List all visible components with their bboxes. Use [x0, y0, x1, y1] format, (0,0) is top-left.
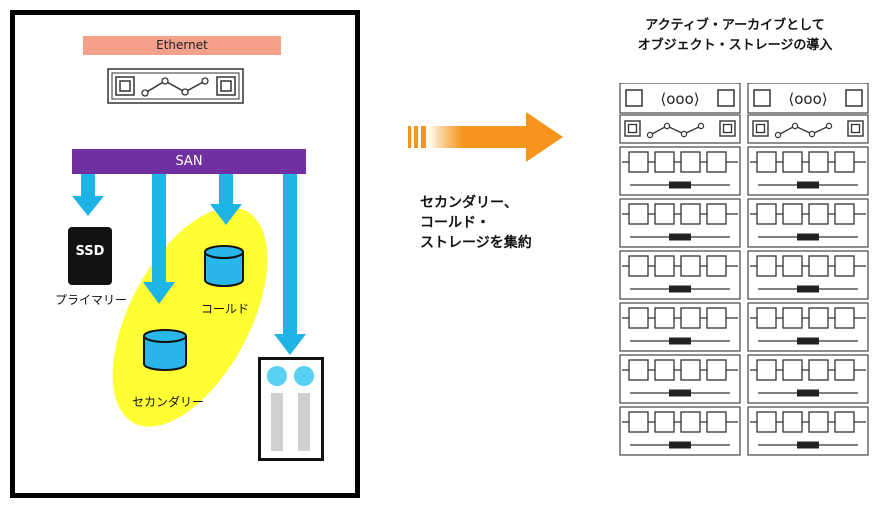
object-storage-title: アクティブ・アーカイブとして オブジェクト・ストレージの導入: [600, 16, 870, 56]
storage-node: [619, 198, 741, 248]
rack-switch-icon: [619, 114, 741, 144]
ethernet-bar: [83, 36, 281, 55]
ethernet-label: Ethernet: [156, 38, 208, 52]
arrow-to-tape: [274, 174, 306, 355]
tape-library-icon: [258, 357, 324, 461]
svg-text:⟨ooo⟩: ⟨ooo⟩: [788, 90, 827, 108]
storage-node: [747, 406, 869, 456]
ethernet-switch-icon: [107, 68, 244, 104]
storage-node: [619, 250, 741, 300]
storage-node: [747, 250, 869, 300]
svg-text:⟨ooo⟩: ⟨ooo⟩: [660, 90, 699, 108]
cold-label: コールド: [200, 302, 249, 316]
secondary-disk-icon: [143, 329, 187, 371]
legacy-storage-panel: [10, 10, 360, 498]
caption-line-1: セカンダリー、: [420, 195, 518, 211]
san-arrows: [72, 174, 306, 355]
caption-line-2: コールド・: [420, 215, 490, 231]
consolidation-arrow: [408, 112, 563, 162]
ssd-label: SSD: [75, 244, 105, 259]
title-line-1: アクティブ・アーカイブとして: [645, 18, 825, 33]
secondary-label: セカンダリー: [131, 395, 204, 409]
arrow-to-ssd: [72, 174, 104, 216]
san-label: SAN: [175, 154, 203, 169]
rack-header-unit: ⟨ooo⟩: [747, 83, 869, 114]
arrow-to-secondary: [143, 174, 175, 304]
ssd-icon: [68, 227, 112, 285]
storage-node: [747, 198, 869, 248]
primary-label: プライマリー: [54, 293, 127, 307]
storage-node: [747, 146, 869, 196]
san-bar: [72, 149, 306, 174]
storage-node: [619, 406, 741, 456]
cold-disk-icon: [204, 245, 244, 287]
storage-rack: ⟨ooo⟩: [747, 83, 869, 456]
storage-node: [619, 146, 741, 196]
title-line-2: オブジェクト・ストレージの導入: [637, 38, 833, 53]
consolidation-caption: セカンダリー、 コールド・ ストレージを集約: [420, 193, 532, 253]
storage-rack: ⟨ooo⟩: [619, 83, 741, 456]
arrow-to-cold: [210, 174, 242, 225]
rack-switch-icon: [747, 114, 869, 144]
storage-node: [619, 302, 741, 352]
storage-node: [747, 302, 869, 352]
rack-header-unit: ⟨ooo⟩: [619, 83, 741, 114]
caption-line-3: ストレージを集約: [420, 235, 532, 251]
storage-node: [747, 354, 869, 404]
storage-node: [619, 354, 741, 404]
